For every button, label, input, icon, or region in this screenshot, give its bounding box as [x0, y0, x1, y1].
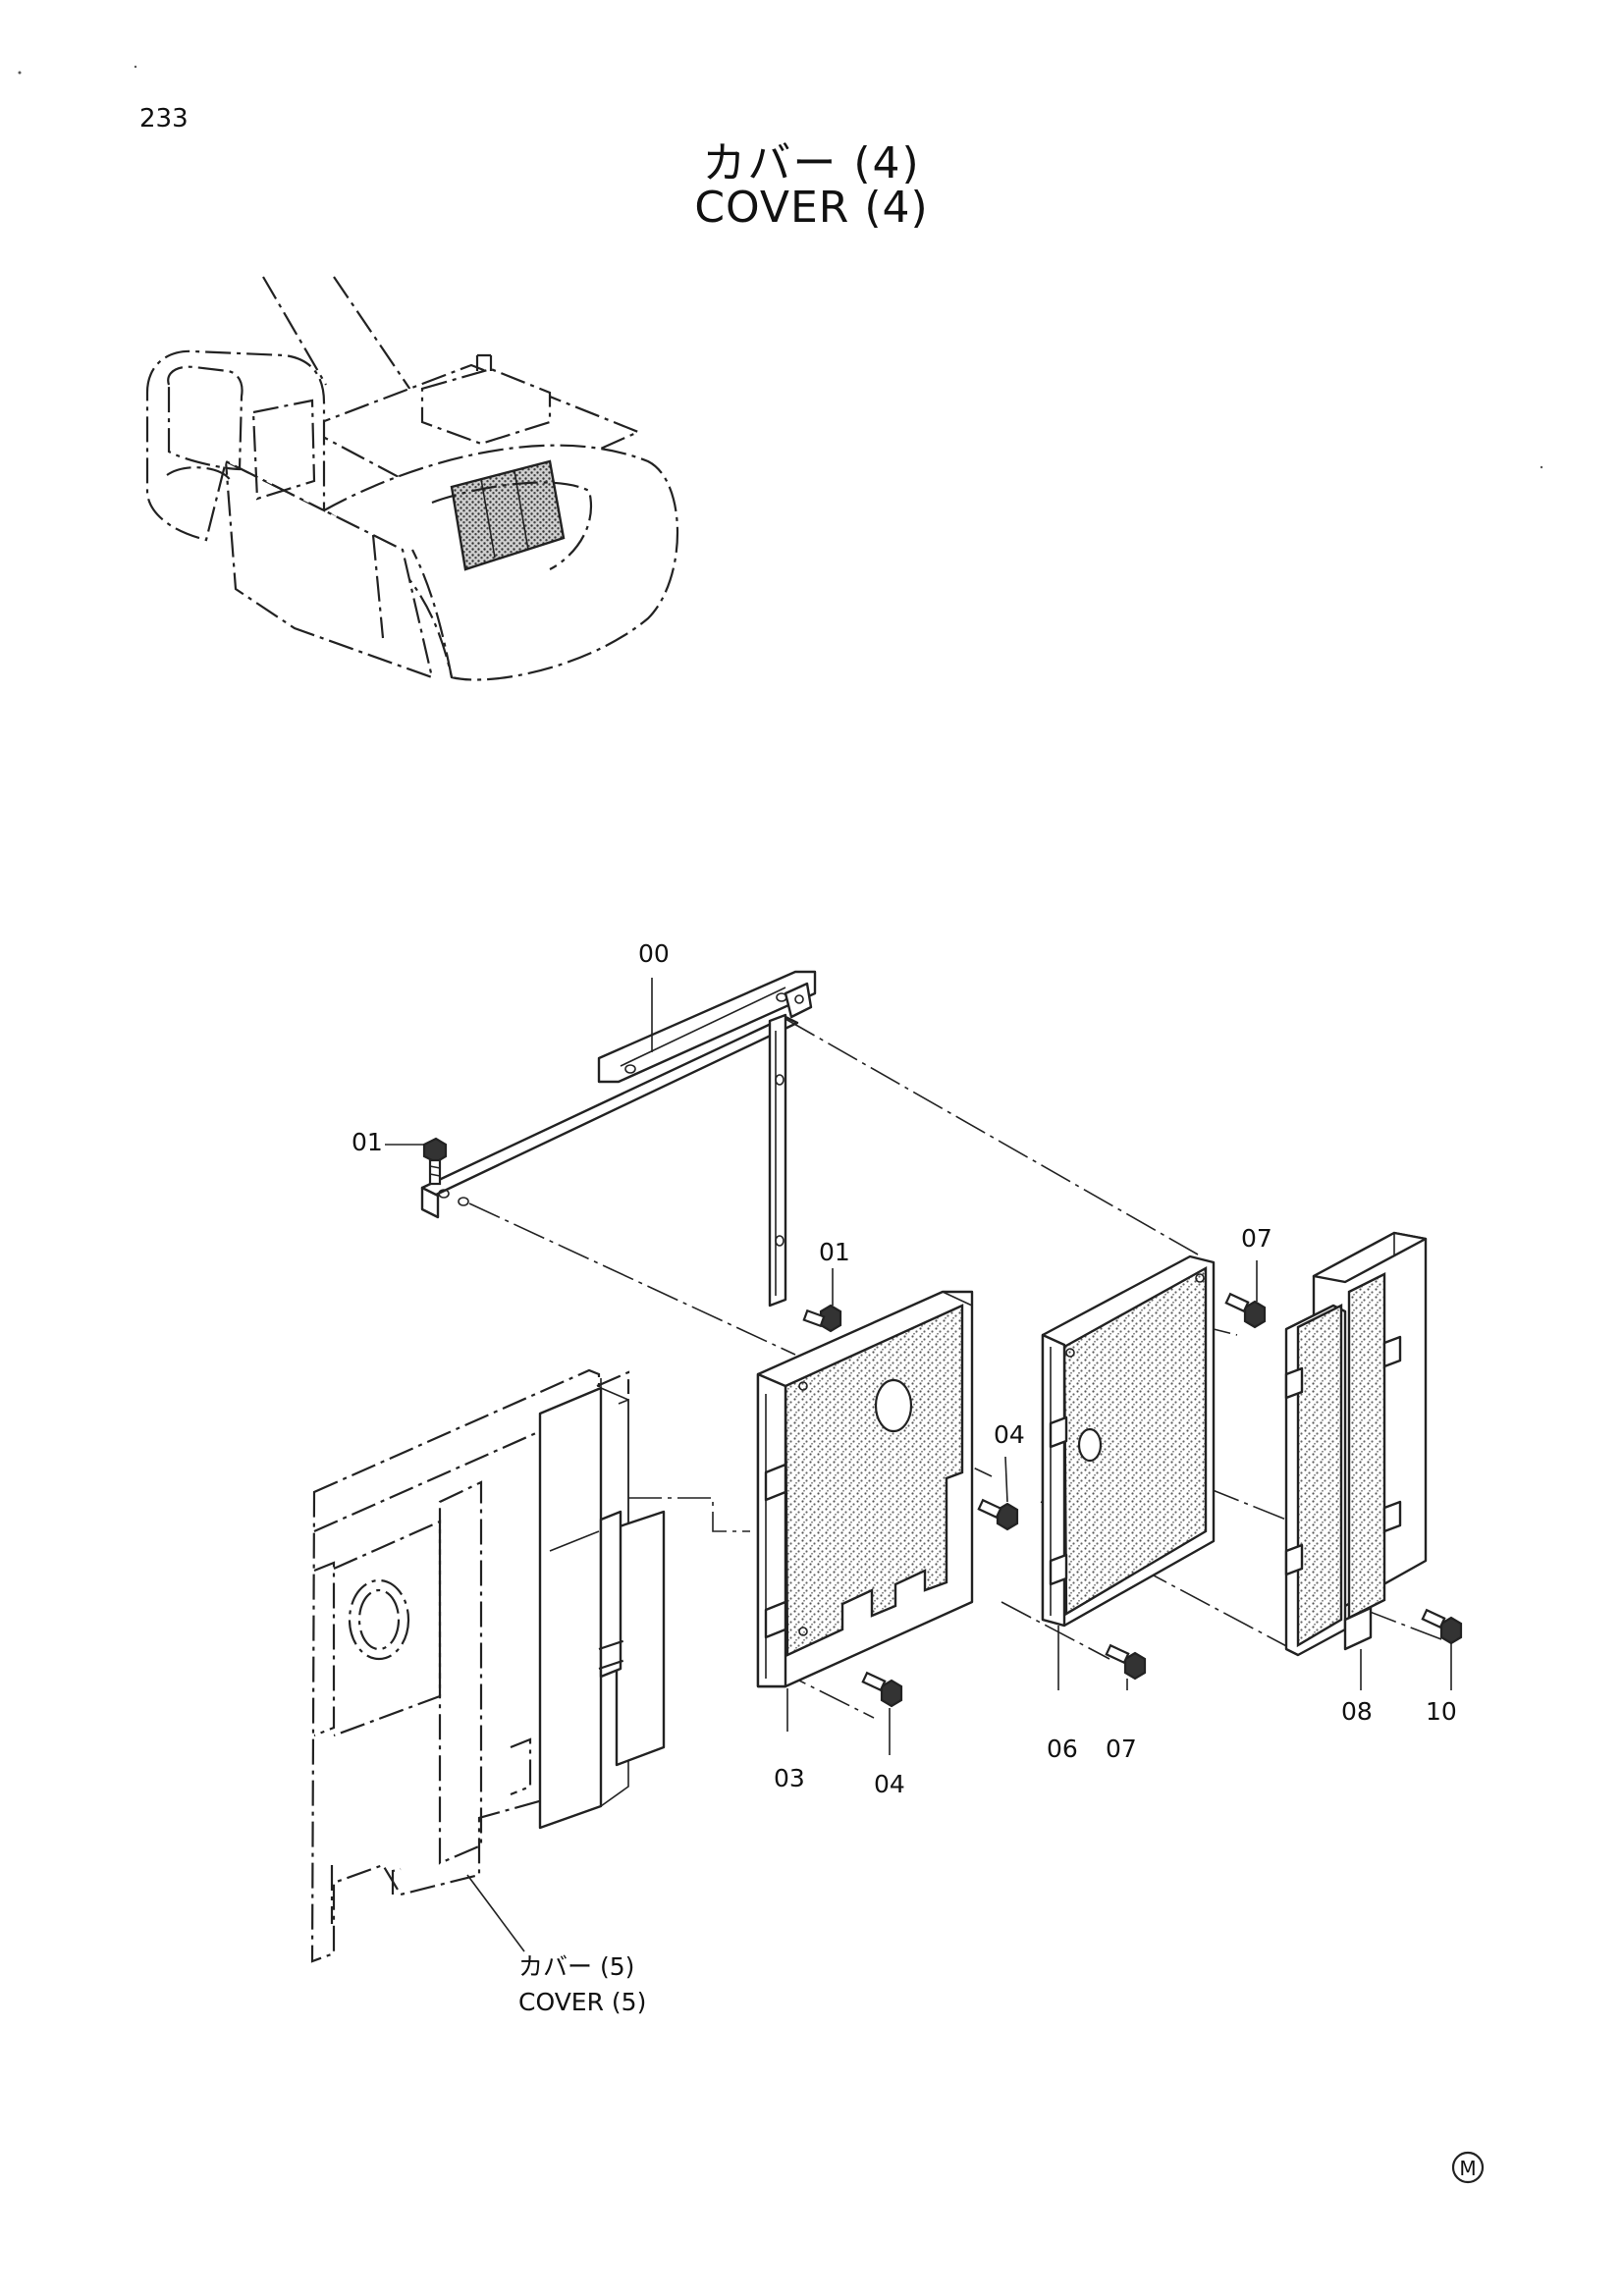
- callout-07-upper: 07: [1241, 1224, 1272, 1253]
- callout-07-lower: 07: [1106, 1735, 1137, 1763]
- part-06-cover: [1041, 1255, 1216, 1628]
- excavator-overview: [145, 276, 678, 681]
- title-japanese: カバー (4): [702, 138, 921, 188]
- callout-01-upper: 01: [352, 1128, 383, 1156]
- callout-00: 00: [638, 939, 670, 968]
- callout-08: 08: [1341, 1697, 1373, 1726]
- bolt-10: [1421, 1608, 1463, 1645]
- callout-04-lower: 04: [874, 1770, 905, 1798]
- callout-10: 10: [1426, 1697, 1457, 1726]
- title-english: COVER (4): [694, 183, 929, 233]
- bolt-04-upper: [977, 1498, 1019, 1531]
- bolt-01-lower: [802, 1304, 842, 1333]
- leader-lines: [385, 978, 1452, 1952]
- bolt-01-upper: [422, 1137, 448, 1186]
- reference-cover-5-japanese: カバー (5): [518, 1952, 634, 1981]
- cover-5-reference: [310, 1368, 666, 1963]
- part-03-cover: [756, 1290, 974, 1688]
- bolt-07-upper: [1224, 1292, 1267, 1329]
- reference-cover-5-english: COVER (5): [518, 1988, 646, 2016]
- callout-01-lower: 01: [819, 1238, 850, 1266]
- callout-04-upper: 04: [994, 1420, 1025, 1449]
- m-mark: M: [1451, 2151, 1485, 2184]
- bolt-04-lower: [861, 1671, 903, 1708]
- part-08-cover: [1284, 1231, 1428, 1657]
- part-00-bracket: [420, 970, 817, 1308]
- m-mark-symbol: M: [1459, 2157, 1476, 2180]
- scan-specks: [18, 65, 1543, 469]
- callout-03: 03: [774, 1764, 805, 1792]
- page-number: 233: [139, 104, 189, 133]
- callout-labels: 00 01 01 03 04 04 06 07 07 08 10 カバー (5)…: [352, 939, 1457, 2016]
- callout-06: 06: [1047, 1735, 1078, 1763]
- bolt-07-lower: [1105, 1643, 1147, 1681]
